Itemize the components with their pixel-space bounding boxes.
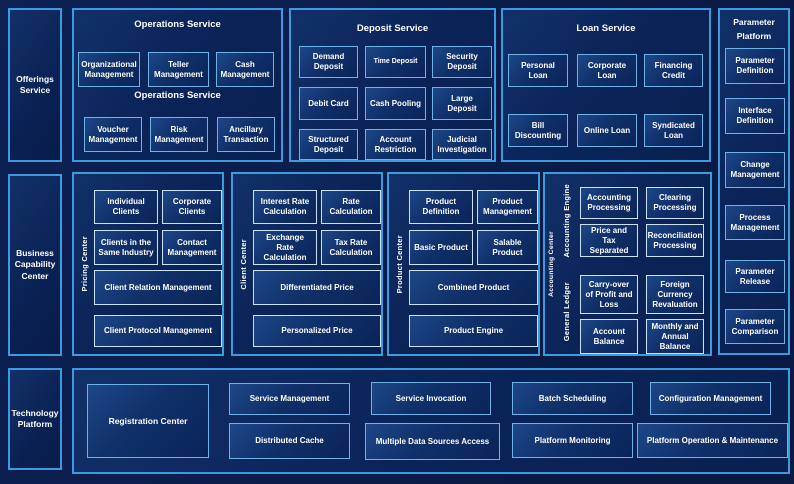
box-product-definition: Product Definition: [409, 190, 473, 224]
box-price-and-tax-separated: Price and Tax Separated: [580, 224, 638, 257]
box-differentiated-price: Differentiated Price: [253, 270, 381, 305]
technology-platform-panel: Registration Center Service Management D…: [72, 368, 790, 474]
box-parameter-release: Parameter Release: [725, 260, 785, 293]
box-corporate-loan: Corporate Loan: [577, 54, 637, 87]
loan-service-title: Loan Service: [576, 23, 636, 34]
box-clients-same-industry: Clients in the Same Industry: [94, 230, 158, 265]
operations-service-panel: Operations Service Organizational Manage…: [72, 8, 283, 162]
box-corporate-clients: Corporate Clients: [162, 190, 222, 224]
box-foreign-currency-revaluation: Foreign Currency Revaluation: [646, 275, 704, 314]
client-center-panel: Client Center Interest Rate Calculation …: [231, 172, 383, 356]
box-voucher-management: Voucher Management: [84, 117, 142, 152]
box-basic-product: Basic Product: [409, 230, 473, 265]
pricing-center-panel: Pricing Center Individual Clients Corpor…: [72, 172, 224, 356]
box-debit-card: Debit Card: [299, 87, 358, 120]
box-multiple-data-sources-access: Multiple Data Sources Access: [365, 423, 500, 460]
client-center-vlabel-text: Client Center: [238, 238, 248, 290]
box-registration-center: Registration Center: [87, 384, 209, 458]
deposit-service-panel: Deposit Service Demand Deposit Time Depo…: [289, 8, 496, 162]
box-parameter-definition: Parameter Definition: [725, 48, 785, 84]
general-ledger-vlabel-text: General Ledger: [561, 282, 571, 342]
box-interface-definition: Interface Definition: [725, 98, 785, 134]
accounting-center-panel: Accounting Center Accounting Engine Gene…: [543, 172, 712, 356]
box-account-balance: Account Balance: [580, 319, 638, 354]
box-client-relation-management: Client Relation Management: [94, 270, 222, 305]
box-cash-management: Cash Management: [216, 52, 274, 87]
box-security-deposit: Security Deposit: [432, 46, 492, 78]
box-teller-management: Teller Management: [148, 52, 209, 87]
pricing-center-vlabel-text: Pricing Center: [79, 236, 89, 292]
box-structured-deposit: Structured Deposit: [299, 129, 358, 160]
box-financing-credit: Financing Credit: [644, 54, 703, 87]
operations-service-subtitle: Operations Service: [134, 90, 221, 101]
box-clearing-processing: Clearing Processing: [646, 187, 704, 219]
offerings-service-label: Offerings Service: [8, 8, 62, 162]
box-contact-management: Contact Management: [162, 230, 222, 265]
box-carry-over-profit-loss: Carry-over of Profit and Loss: [580, 275, 638, 314]
box-bill-discounting: Bill Discounting: [508, 114, 568, 147]
product-center-panel: Product Center Product Definition Produc…: [387, 172, 540, 356]
box-judicial-investigation: Judicial Investigation: [432, 129, 492, 160]
box-tax-rate-calculation: Tax Rate Calculation: [321, 230, 381, 265]
loan-service-panel: Loan Service Personal Loan Corporate Loa…: [501, 8, 711, 162]
accounting-center-vlabel-text: Accounting Center: [547, 231, 555, 297]
technology-platform-label: Technology Platform: [8, 368, 62, 470]
box-product-engine: Product Engine: [409, 315, 538, 347]
box-reconciliation-processing: Reconciliation Processing: [646, 224, 704, 257]
product-center-vlabel-text: Product Center: [394, 234, 404, 294]
box-personalized-price: Personalized Price: [253, 315, 381, 347]
client-center-vlabel: Client Center: [235, 174, 251, 354]
business-capability-center-label: Business Capability Center: [8, 174, 62, 356]
box-parameter-comparison: Parameter Comparison: [725, 309, 785, 344]
pricing-center-vlabel: Pricing Center: [76, 174, 92, 354]
box-service-management: Service Management: [229, 383, 350, 415]
box-client-protocol-management: Client Protocol Management: [94, 315, 222, 347]
box-salable-product: Salable Product: [477, 230, 538, 265]
box-organizational-management: Organizational Management: [78, 52, 140, 87]
accounting-engine-vlabel-text: Accounting Engine: [561, 184, 571, 258]
box-rate-calculation: Rate Calculation: [321, 190, 381, 224]
accounting-engine-vlabel: Accounting Engine: [558, 178, 574, 264]
general-ledger-vlabel: General Ledger: [558, 270, 574, 354]
box-individual-clients: Individual Clients: [94, 190, 158, 224]
box-ancillary-transaction: Ancillary Transaction: [217, 117, 275, 152]
parameter-platform-title: Parameter Platform: [733, 17, 775, 41]
box-interest-rate-calculation: Interest Rate Calculation: [253, 190, 317, 224]
box-account-restriction: Account Restriction: [365, 129, 426, 160]
box-configuration-management: Configuration Management: [650, 382, 771, 415]
box-batch-scheduling: Batch Scheduling: [512, 382, 633, 415]
box-product-management: Product Management: [477, 190, 538, 224]
box-personal-loan: Personal Loan: [508, 54, 568, 87]
box-platform-operation-maintenance: Platform Operation & Maintenance: [637, 423, 788, 458]
box-demand-deposit: Demand Deposit: [299, 46, 358, 78]
box-process-management: Process Management: [725, 205, 785, 240]
box-risk-management: Risk Management: [150, 117, 208, 152]
accounting-center-vlabel: Accounting Center: [545, 174, 557, 354]
box-online-loan: Online Loan: [577, 114, 637, 147]
box-platform-monitoring: Platform Monitoring: [512, 423, 633, 458]
box-accounting-processing: Accounting Processing: [580, 187, 638, 219]
box-large-deposit: Large Deposit: [432, 87, 492, 120]
box-change-management: Change Management: [725, 152, 785, 188]
box-distributed-cache: Distributed Cache: [229, 423, 350, 459]
box-exchange-rate-calculation: Exchange Rate Calculation: [253, 230, 317, 265]
parameter-platform-panel: Parameter Platform Parameter Definition …: [718, 8, 790, 355]
operations-service-title: Operations Service: [134, 19, 221, 30]
box-monthly-annual-balance: Monthly and Annual Balance: [646, 319, 704, 354]
box-service-invocation: Service Invocation: [371, 382, 491, 415]
box-syndicated-loan: Syndicated Loan: [644, 114, 703, 147]
box-cash-pooling: Cash Pooling: [365, 87, 426, 120]
box-combined-product: Combined Product: [409, 270, 538, 305]
product-center-vlabel: Product Center: [391, 174, 407, 354]
deposit-service-title: Deposit Service: [356, 23, 429, 34]
box-time-deposit: Time Deposit: [365, 46, 426, 78]
